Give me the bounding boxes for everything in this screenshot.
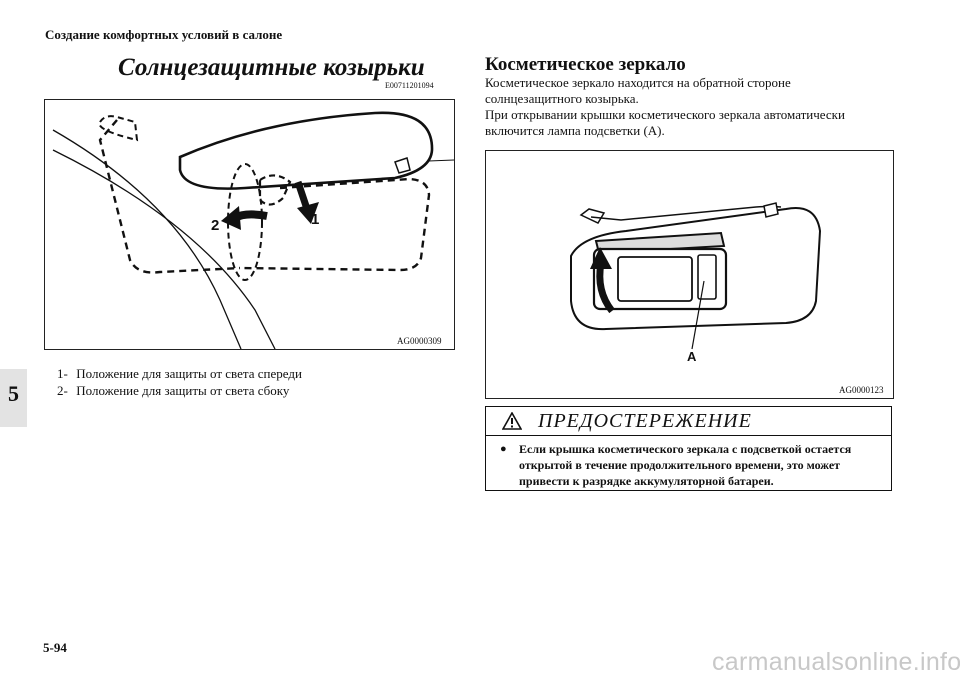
warning-body: ● Если крышка косметического зеркала с п… bbox=[500, 441, 885, 489]
legend-item-number: 1- bbox=[57, 366, 68, 381]
sun-visor-illustration bbox=[52, 111, 455, 350]
figure1-code: AG0000309 bbox=[397, 336, 442, 346]
section-code: E00711201094 bbox=[385, 81, 434, 90]
figure2-code: AG0000123 bbox=[839, 385, 884, 395]
legend-item: 2- Положение для защиты от света сбоку bbox=[57, 382, 302, 399]
callout-2: 2 bbox=[211, 217, 220, 234]
warning-title: ПРЕДОСТЕРЕЖЕНИЕ bbox=[538, 410, 752, 432]
legend-item: 1- Положение для защиты от света спереди bbox=[57, 365, 302, 382]
mirror-paragraph: Косметическое зеркало находится на обрат… bbox=[485, 75, 791, 106]
warning-header: ПРЕДОСТЕРЕЖЕНИЕ bbox=[486, 407, 891, 436]
page-number: 5-94 bbox=[43, 640, 67, 655]
warning-box: ПРЕДОСТЕРЕЖЕНИЕ ● Если крышка косметичес… bbox=[485, 406, 892, 491]
legend-item-number: 2- bbox=[57, 383, 68, 398]
mirror-section-title: Косметическое зеркало bbox=[485, 54, 686, 75]
section-title: Солнцезащитные козырьки bbox=[118, 54, 425, 81]
chapter-tab bbox=[0, 369, 27, 427]
figure1-legend: 1- Положение для защиты от света спереди… bbox=[57, 365, 302, 399]
watermark: carmanualsonline.info bbox=[712, 648, 960, 676]
vanity-mirror-figure: A AG0000123 bbox=[485, 150, 894, 399]
mirror-paragraph: При открывании крышки косметического зер… bbox=[485, 107, 845, 138]
legend-item-text: Положение для защиты от света сбоку bbox=[76, 383, 290, 398]
sun-visor-figure: 1 2 AG0000309 bbox=[44, 99, 455, 350]
warning-bullet: ● bbox=[500, 443, 507, 455]
callout-a: A bbox=[687, 349, 697, 364]
mirror-section-body: Косметическое зеркало находится на обрат… bbox=[485, 75, 885, 139]
chapter-number: 5 bbox=[8, 381, 19, 406]
callout-1: 1 bbox=[311, 211, 320, 228]
vanity-mirror-illustration bbox=[570, 202, 822, 350]
page-header: Создание комфортных условий в салоне bbox=[45, 27, 283, 42]
warning-text: Если крышка косметического зеркала с под… bbox=[519, 442, 852, 488]
legend-item-text: Положение для защиты от света спереди bbox=[76, 366, 302, 381]
warning-triangle-icon bbox=[502, 412, 522, 430]
